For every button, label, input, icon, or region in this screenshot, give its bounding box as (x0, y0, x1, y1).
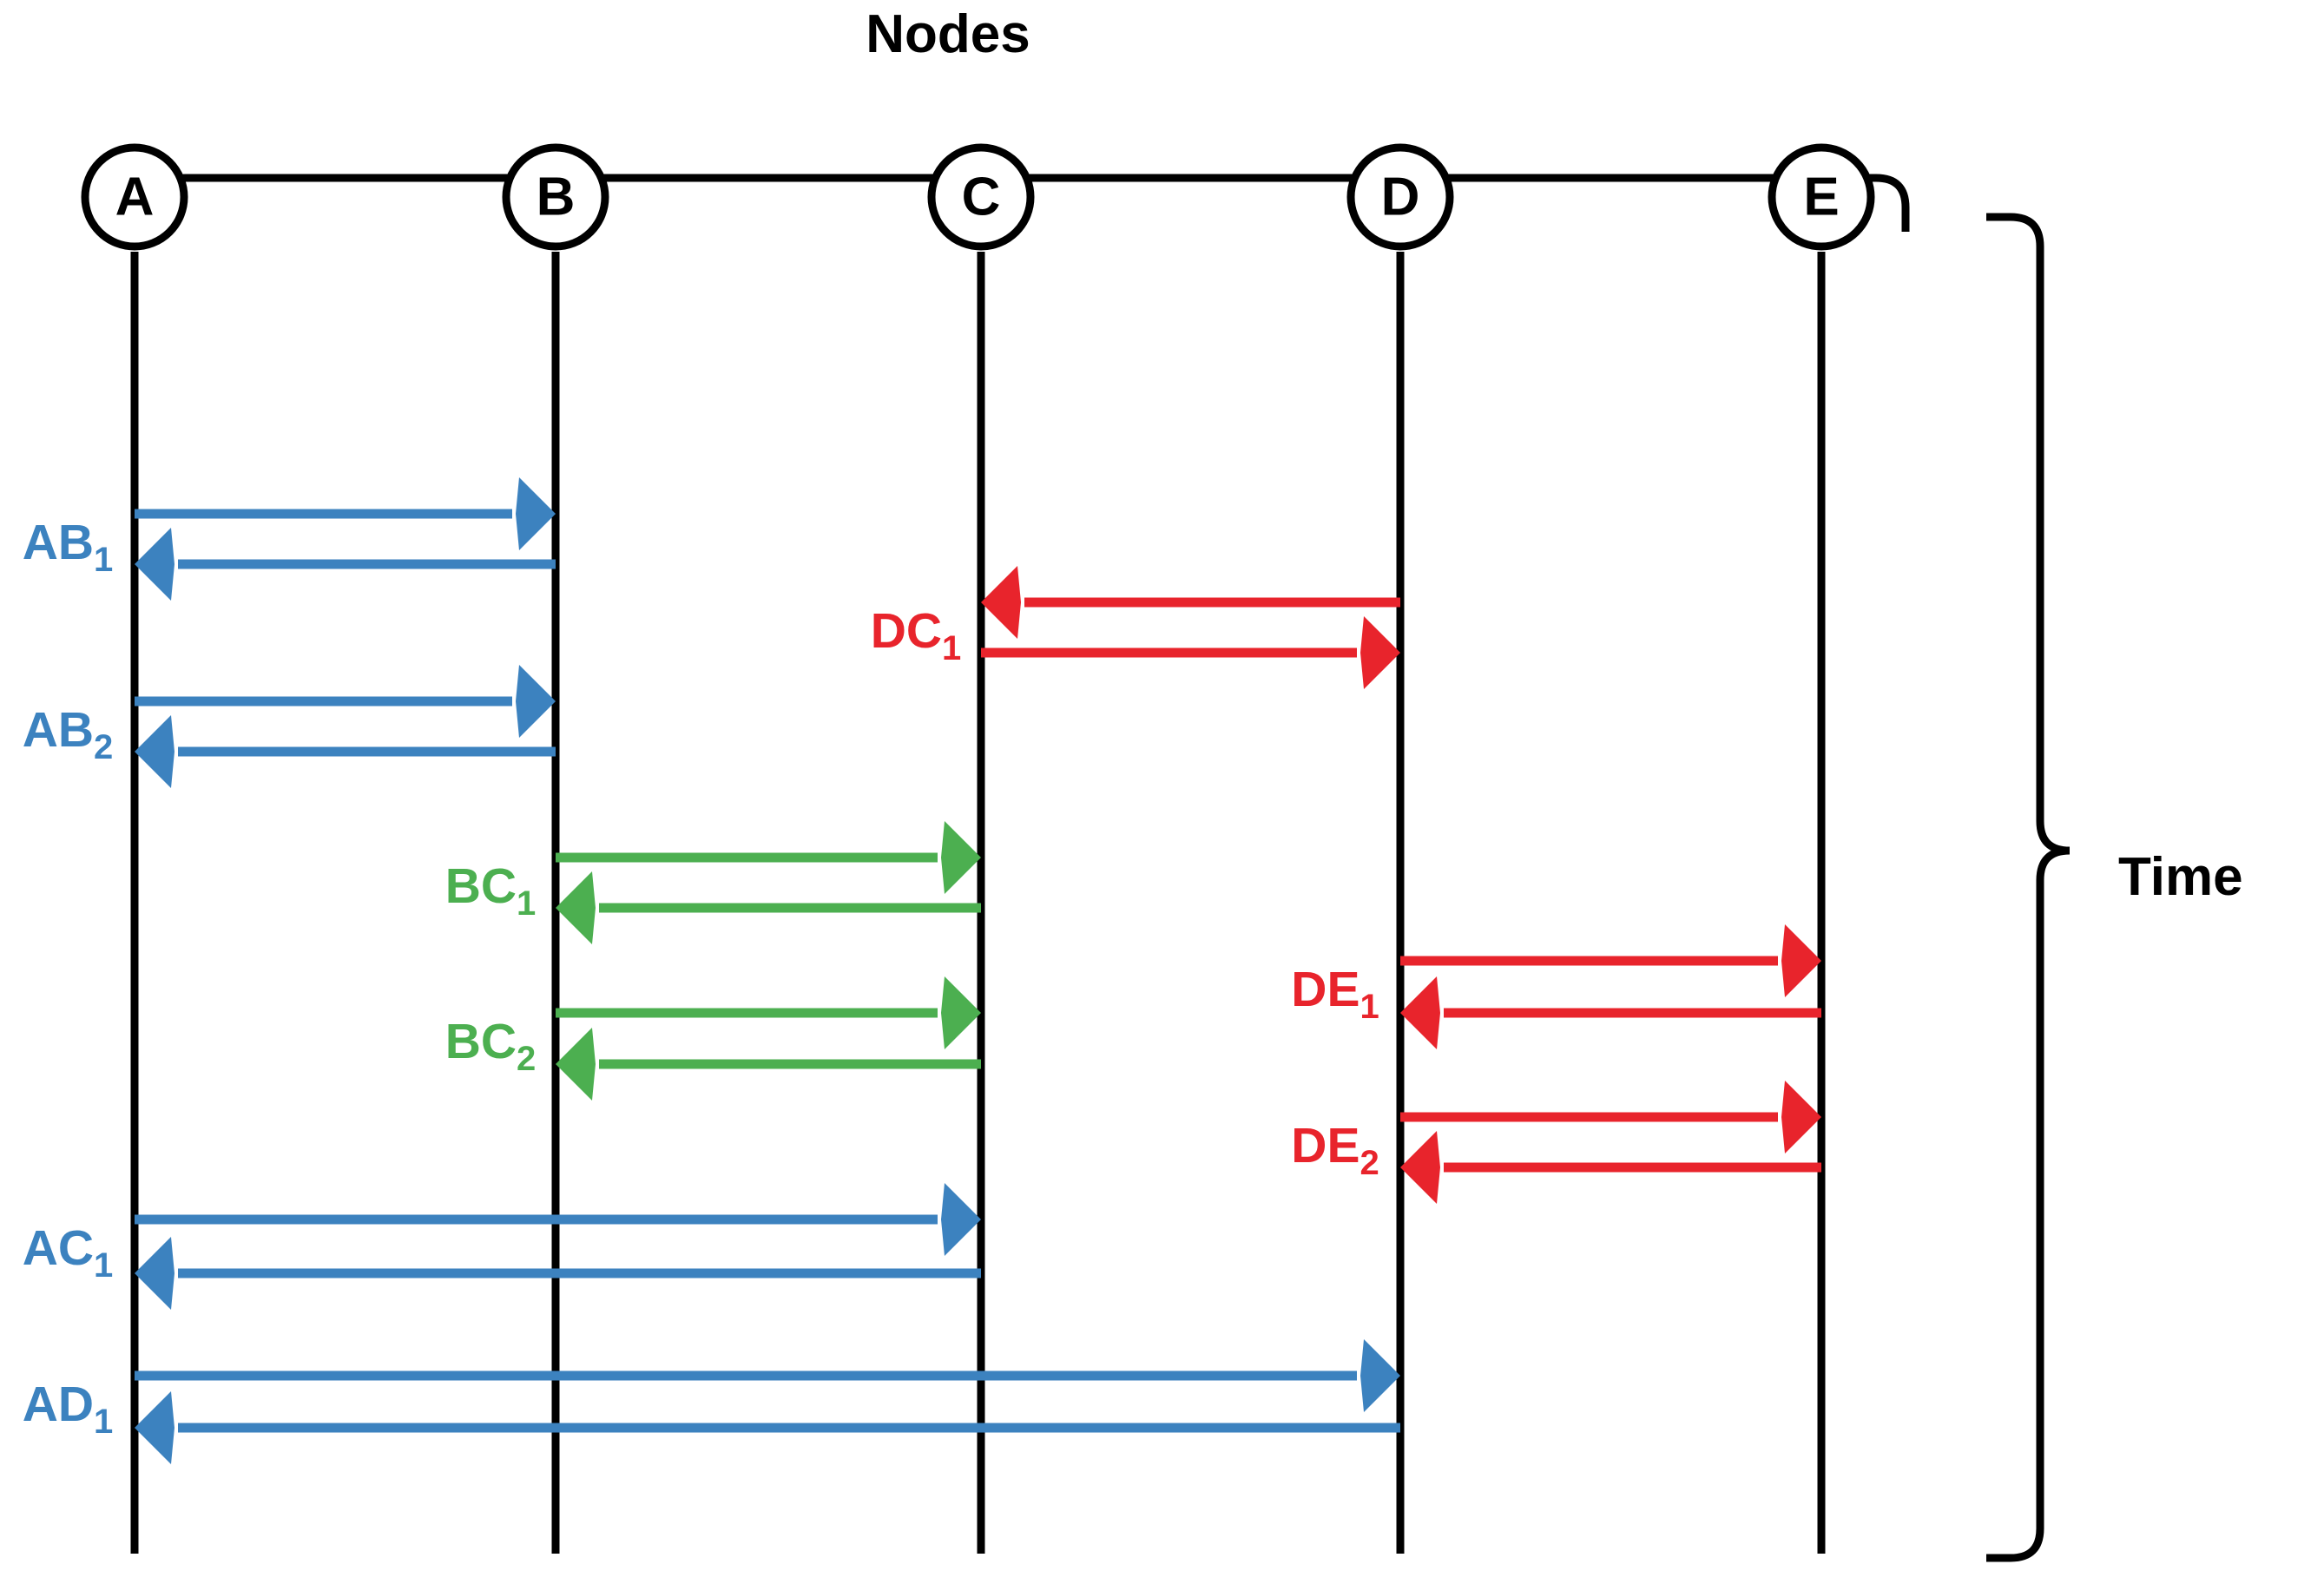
arrow-ab1-reply-head (135, 528, 174, 601)
arrow-de2-request-head (1781, 1081, 1821, 1153)
exchange-label-text-dc1: DC1 (871, 603, 962, 667)
exchange-label-text-de2: DE2 (1291, 1118, 1379, 1182)
exchange-label-text-ad1: AD1 (23, 1377, 114, 1441)
brace-layer (152, 148, 2071, 1562)
arrow-ac1-reply-head (135, 1237, 174, 1310)
node-circle-c[interactable] (927, 143, 1035, 251)
node-label-c: C (962, 168, 1001, 227)
exchange-label-de2: DE2 (1291, 1118, 1379, 1182)
node-label-b: B (537, 168, 576, 227)
exchange-label-bc1: BC1 (445, 858, 537, 923)
arrow-de2-reply-head (1400, 1131, 1440, 1204)
node-circle-d[interactable] (1346, 143, 1454, 251)
arrow-bc2-reply-head (556, 1028, 596, 1101)
exchange-label-text-bc1: BC1 (445, 858, 537, 923)
node-circle-a[interactable] (81, 143, 188, 251)
arrow-bc1-request-head (941, 821, 981, 894)
arrow-ad1-reply-head (135, 1391, 174, 1464)
arrow-bc2-request-head (941, 976, 981, 1049)
exchange-label-de1: DE1 (1291, 962, 1379, 1026)
exchange-label-text-de1: DE1 (1291, 962, 1379, 1026)
exchange-label-text-ab2: AB2 (23, 702, 114, 766)
arrow-layer (135, 477, 1821, 1464)
lifeline-layer (130, 252, 1826, 1554)
node-circle-b[interactable] (502, 143, 609, 251)
node-circle-e[interactable] (1768, 143, 1875, 251)
arrow-dc1-request-head (981, 566, 1021, 639)
node-layer: A B C D E (81, 143, 1875, 251)
exchange-label-bc2: BC2 (445, 1014, 537, 1078)
exchange-label-text-bc2: BC2 (445, 1014, 537, 1078)
exchange-label-text-ab1: AB1 (23, 515, 114, 579)
node-label-a: A (115, 168, 155, 227)
node-label-d: D (1381, 168, 1420, 227)
exchange-label-text-ac1: AC1 (23, 1220, 114, 1285)
exchange-label-ab1: AB1 (23, 515, 114, 579)
arrow-ab2-request-head (516, 665, 556, 738)
nodes-axis-title: Nodes (866, 4, 1030, 64)
time-brace (1986, 213, 2071, 1562)
exchange-label-dc1: DC1 (871, 603, 962, 667)
exchange-label-ac1: AC1 (23, 1220, 114, 1285)
arrow-ab2-reply-head (135, 715, 174, 788)
arrow-ad1-request-head (1360, 1339, 1400, 1412)
arrow-de1-reply-head (1400, 976, 1440, 1049)
arrow-ab1-request-head (516, 477, 556, 550)
exchange-label-ad1: AD1 (23, 1377, 114, 1441)
node-label-e: E (1803, 168, 1839, 227)
exchange-label-ab2: AB2 (23, 702, 114, 766)
arrow-bc1-reply-head (556, 871, 596, 944)
time-axis-title: Time (2118, 847, 2243, 907)
arrow-dc1-reply-head (1360, 616, 1400, 689)
arrow-ac1-request-head (941, 1183, 981, 1256)
arrow-de1-request-head (1781, 924, 1821, 997)
